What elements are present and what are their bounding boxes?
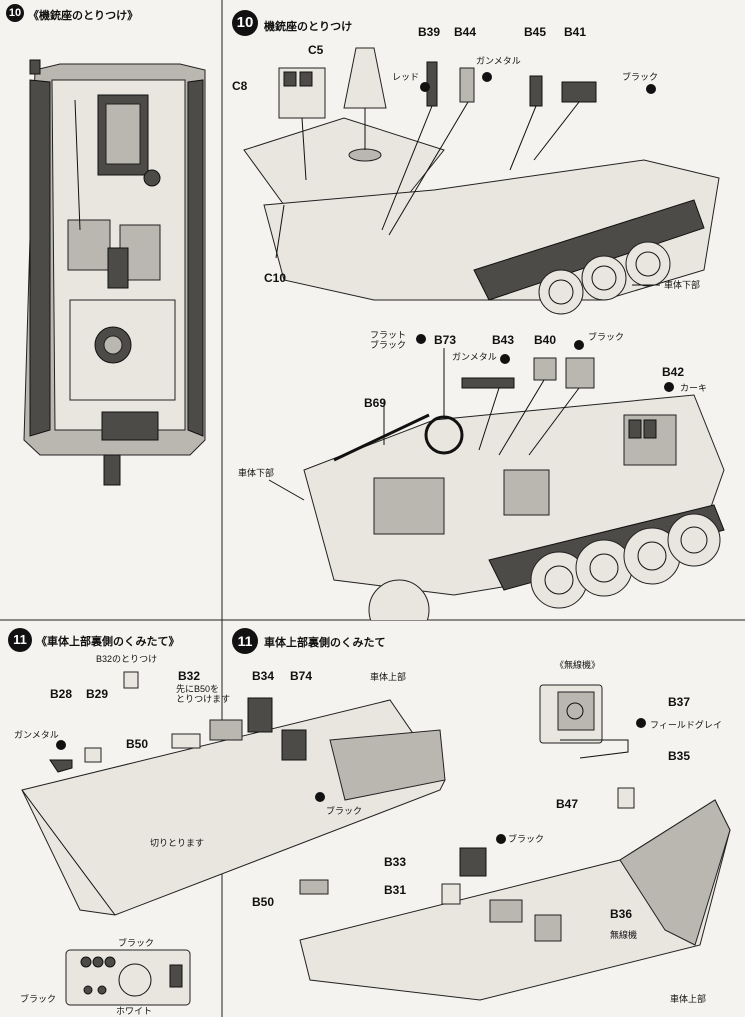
label-cut: 切りとります [150,838,205,848]
color-dot-black-right [496,834,506,844]
label-b32-note: 先にB50を とりつけます [176,684,231,704]
color-dot-black-mid [574,340,584,350]
label-gunmetal-left: ガンメタル [14,730,59,740]
label-B31: B31 [384,883,407,897]
label-C8: C8 [232,79,248,93]
label-C5: C5 [308,43,324,57]
step11-right: 11 車体上部裏側のくみたて [224,622,745,1017]
step-number-11-right: 11 [232,628,258,654]
step-number-10-top: 10 [6,4,24,22]
label-black-mid: ブラック [588,332,625,342]
label-B45: B45 [524,25,547,39]
label-lower-hull-mid: 車体下部 [238,468,275,478]
label-radio-title: 《無線機》 [555,660,601,670]
color-dot-gunmetal-mid [500,354,510,364]
label-upper-hull-right: 車体上部 [670,994,707,1004]
step-title-11-right: 車体上部裏側のくみたて [264,637,386,649]
label-black-top: ブラック [622,72,659,82]
label-B39: B39 [418,25,441,39]
label-B43: B43 [492,333,515,347]
label-B50-bottom: B50 [252,895,275,909]
upper-assembly-drawing [243,47,725,620]
label-B40: B40 [534,333,557,347]
label-B36: B36 [610,907,633,921]
label-B42: B42 [662,365,685,379]
label-gunmetal-mid: ガンメタル [452,352,497,362]
label-black-left: ブラック [326,806,363,816]
label-panel-black-top: ブラック [118,938,155,948]
label-B47: B47 [556,797,579,811]
label-B34: B34 [252,669,275,683]
label-upper-hull-left: 車体上部 [370,672,407,682]
label-B44: B44 [454,25,477,39]
label-b32-attach: B32のとりつけ [96,654,158,664]
label-red: レッド [392,72,420,82]
label-B29: B29 [86,687,109,701]
step-number-10: 10 [232,10,258,36]
label-B41: B41 [564,25,587,39]
label-panel-white: ホワイト [116,1006,153,1016]
label-khaki: カーキ [680,383,708,393]
step10-main: 10 機銃座のとりつけ [224,0,745,620]
color-dot-flat-black [416,334,426,344]
label-B50-top: B50 [126,737,149,751]
label-black-right: ブラック [508,834,545,844]
label-B74: B74 [290,669,313,683]
step-title-11-left: 《車体上部裏側のくみたて》 [36,636,180,648]
color-dot-red [420,82,430,92]
color-dot-gunmetal-top [482,72,492,82]
label-radio: 無線機 [610,930,638,940]
color-dot-field-grey [636,718,646,728]
label-gunmetal-top: ガンメタル [476,56,521,66]
label-lower-hull-top: 車体下部 [664,280,701,290]
color-dot-black-top [646,84,656,94]
step-title-10-top: 《機銃座のとりつけ》 [28,10,139,22]
label-B73: B73 [434,333,457,347]
step-title-10: 機銃座のとりつけ [264,21,353,33]
label-B33: B33 [384,855,407,869]
label-B32: B32 [178,669,201,683]
step-number-11-left: 11 [8,628,32,652]
step11-left: 11 《車体上部裏側のくみたて》 [0,622,222,1017]
label-panel-black-left: ブラック [20,994,57,1004]
label-B37: B37 [668,695,691,709]
color-dot-khaki [664,382,674,392]
label-B28: B28 [50,687,73,701]
step10-topview: 10 《機銃座のとりつけ》 [0,0,220,490]
color-dot-gunmetal-left [56,740,66,750]
label-B69: B69 [364,396,387,410]
label-field-grey: フィールドグレイ [650,720,722,730]
hull-top-drawing [23,59,206,486]
label-flat-black: フラット ブラック [370,330,407,350]
label-B35: B35 [668,749,691,763]
label-C10: C10 [264,271,287,285]
